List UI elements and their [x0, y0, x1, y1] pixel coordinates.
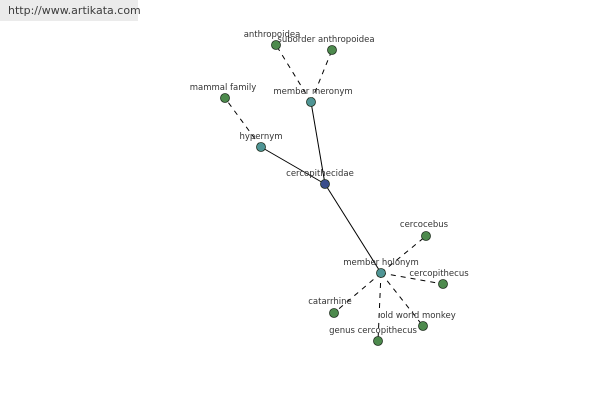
- node-mammal-family[interactable]: [220, 93, 230, 103]
- edge-member-holonym-old-world-monkey: [380, 272, 424, 327]
- label-cercopithecus[interactable]: cercopithecus: [409, 269, 469, 279]
- site-url[interactable]: http://www.artikata.com: [8, 4, 141, 17]
- graph-labels: cercopithecidae member meronym hypernym mem…: [190, 30, 469, 336]
- node-anthropoidea[interactable]: [271, 40, 281, 50]
- graph-edges: [224, 44, 444, 342]
- graph-nodes: [220, 40, 448, 346]
- label-suborder-anthropoidea[interactable]: suborder anthropoidea: [277, 35, 374, 45]
- url-banner: http://www.artikata.com: [0, 0, 141, 21]
- label-cercopithecidae[interactable]: cercopithecidae: [286, 169, 354, 179]
- label-catarrhine[interactable]: catarrhine: [308, 297, 351, 307]
- label-old-world-monkey[interactable]: old world monkey: [380, 311, 456, 321]
- edge-member-holonym-cercopithecus: [380, 272, 444, 285]
- label-member-holonym[interactable]: member holonym: [343, 258, 418, 268]
- node-catarrhine[interactable]: [329, 308, 339, 318]
- node-genus-cercopithecus[interactable]: [373, 336, 383, 346]
- label-mammal-family[interactable]: mammal family: [190, 83, 257, 93]
- node-suborder-anthropoidea[interactable]: [327, 45, 337, 55]
- node-member-meronym[interactable]: [306, 97, 316, 107]
- label-member-meronym[interactable]: member meronym: [273, 87, 352, 97]
- node-cercocebus[interactable]: [421, 231, 431, 241]
- label-hypernym[interactable]: hypernym: [239, 132, 282, 142]
- node-hypernym[interactable]: [256, 142, 266, 152]
- edge-member-meronym-anthropoidea: [275, 44, 312, 103]
- edge-cercopithecidae-hypernym: [260, 146, 326, 185]
- edge-member-holonym-catarrhine: [333, 272, 382, 314]
- label-cercocebus[interactable]: cercocebus: [400, 220, 449, 230]
- edge-hypernym-mammal-family: [224, 97, 262, 148]
- edge-cercopithecidae-member-meronym: [310, 101, 326, 185]
- node-cercopithecus[interactable]: [438, 279, 448, 289]
- edge-cercopithecidae-member-holonym: [324, 183, 382, 274]
- label-genus-cercopithecus[interactable]: genus cercopithecus: [329, 326, 417, 336]
- node-member-holonym[interactable]: [376, 268, 386, 278]
- node-old-world-monkey[interactable]: [418, 321, 428, 331]
- edge-member-holonym-genus-cercopithecus: [377, 272, 382, 342]
- label-anthropoidea[interactable]: anthropoidea: [244, 30, 301, 40]
- node-cercopithecidae[interactable]: [320, 179, 330, 189]
